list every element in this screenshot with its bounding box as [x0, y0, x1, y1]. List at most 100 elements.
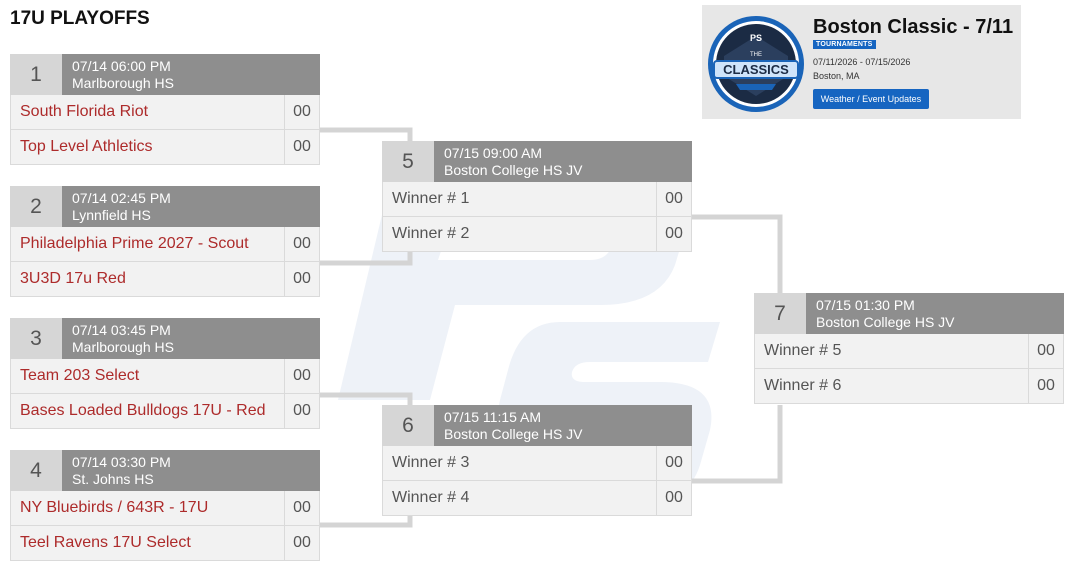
match-info: 07/14 03:30 PM St. Johns HS — [62, 450, 320, 491]
team-row: Philadelphia Prime 2027 - Scout 00 — [10, 227, 320, 262]
connector-line — [320, 252, 413, 266]
weather-updates-button[interactable]: Weather / Event Updates — [813, 89, 929, 109]
team-row: Winner # 3 00 — [382, 446, 692, 481]
match-datetime: 07/14 03:45 PM — [72, 322, 171, 338]
team-score: 00 — [1037, 377, 1055, 394]
logo-main-text: CLASSICS — [723, 62, 789, 77]
match-venue: Lynnfield HS — [72, 207, 151, 223]
match-venue: St. Johns HS — [72, 471, 154, 487]
team-score: 00 — [665, 190, 683, 207]
match-info: 07/15 09:00 AM Boston College HS JV — [434, 141, 692, 182]
team-score: 00 — [293, 402, 311, 419]
team-score: 00 — [293, 138, 311, 155]
connector-line — [692, 214, 783, 296]
match-number: 1 — [10, 54, 62, 95]
team-score: 00 — [293, 270, 311, 287]
match-header: 2 07/14 02:45 PM Lynnfield HS — [10, 186, 320, 227]
team-link[interactable]: Team 203 Select — [11, 359, 285, 393]
team-score: 00 — [665, 225, 683, 242]
team-placeholder: Winner # 5 — [755, 334, 1029, 368]
match-card-6: 6 07/15 11:15 AM Boston College HS JV Wi… — [382, 405, 692, 516]
team-score: 00 — [665, 454, 683, 471]
team-row: Winner # 1 00 — [382, 182, 692, 217]
match-datetime: 07/14 03:30 PM — [72, 454, 171, 470]
logo-top-text: PS — [750, 33, 762, 43]
connector-line — [320, 127, 413, 143]
match-card-2: 2 07/14 02:45 PM Lynnfield HS Philadelph… — [10, 186, 320, 297]
event-card: PS THE CLASSICS Boston Classic - 7/11 TO… — [702, 5, 1021, 119]
connector-line — [320, 515, 413, 528]
page-title: 17U PLAYOFFS — [10, 8, 150, 29]
team-score: 00 — [293, 499, 311, 516]
team-score: 00 — [1037, 342, 1055, 359]
team-row: Winner # 5 00 — [754, 334, 1064, 369]
match-number: 2 — [10, 186, 62, 227]
team-link[interactable]: Philadelphia Prime 2027 - Scout — [11, 227, 285, 261]
match-venue: Marlborough HS — [72, 75, 174, 91]
team-link[interactable]: NY Bluebirds / 643R - 17U — [11, 491, 285, 525]
team-link[interactable]: Top Level Athletics — [11, 130, 285, 164]
connector-line — [692, 405, 783, 484]
match-card-3: 3 07/14 03:45 PM Marlborough HS Team 203… — [10, 318, 320, 429]
event-dates: 07/11/2026 - 07/15/2026 — [813, 57, 911, 67]
match-number: 6 — [382, 405, 434, 446]
match-info: 07/14 03:45 PM Marlborough HS — [62, 318, 320, 359]
match-number: 5 — [382, 141, 434, 182]
team-row: Winner # 2 00 — [382, 217, 692, 252]
match-header: 1 07/14 06:00 PM Marlborough HS — [10, 54, 320, 95]
event-title: Boston Classic - 7/11 — [813, 16, 1014, 38]
match-datetime: 07/15 09:00 AM — [444, 145, 543, 161]
team-row: Top Level Athletics 00 — [10, 130, 320, 165]
team-row: Winner # 6 00 — [754, 369, 1064, 404]
team-placeholder: Winner # 1 — [383, 182, 657, 216]
event-category-badge: TOURNAMENTS — [813, 40, 876, 49]
match-header: 4 07/14 03:30 PM St. Johns HS — [10, 450, 320, 491]
event-location: Boston, MA — [813, 71, 860, 81]
match-header: 7 07/15 01:30 PM Boston College HS JV — [754, 293, 1064, 334]
match-venue: Boston College HS JV — [444, 162, 583, 178]
team-row: Bases Loaded Bulldogs 17U - Red 00 — [10, 394, 320, 429]
team-placeholder: Winner # 3 — [383, 446, 657, 480]
team-placeholder: Winner # 6 — [755, 369, 1029, 403]
team-row: NY Bluebirds / 643R - 17U 00 — [10, 491, 320, 526]
team-row: Winner # 4 00 — [382, 481, 692, 516]
match-header: 3 07/14 03:45 PM Marlborough HS — [10, 318, 320, 359]
match-card-7: 7 07/15 01:30 PM Boston College HS JV Wi… — [754, 293, 1064, 404]
match-card-1: 1 07/14 06:00 PM Marlborough HS South Fl… — [10, 54, 320, 165]
match-venue: Boston College HS JV — [444, 426, 583, 442]
match-venue: Marlborough HS — [72, 339, 174, 355]
match-info: 07/15 01:30 PM Boston College HS JV — [806, 293, 1064, 334]
match-card-5: 5 07/15 09:00 AM Boston College HS JV Wi… — [382, 141, 692, 252]
team-row: 3U3D 17u Red 00 — [10, 262, 320, 297]
match-number: 4 — [10, 450, 62, 491]
match-number: 3 — [10, 318, 62, 359]
team-link[interactable]: Teel Ravens 17U Select — [11, 526, 285, 560]
team-link[interactable]: 3U3D 17u Red — [11, 262, 285, 296]
match-info: 07/14 02:45 PM Lynnfield HS — [62, 186, 320, 227]
match-datetime: 07/15 01:30 PM — [816, 297, 915, 313]
match-info: 07/14 06:00 PM Marlborough HS — [62, 54, 320, 95]
team-row: Team 203 Select 00 — [10, 359, 320, 394]
match-info: 07/15 11:15 AM Boston College HS JV — [434, 405, 692, 446]
team-score: 00 — [665, 489, 683, 506]
team-placeholder: Winner # 2 — [383, 217, 657, 251]
match-datetime: 07/14 06:00 PM — [72, 58, 171, 74]
team-score: 00 — [293, 103, 311, 120]
team-score: 00 — [293, 367, 311, 384]
match-number: 7 — [754, 293, 806, 334]
match-card-4: 4 07/14 03:30 PM St. Johns HS NY Bluebir… — [10, 450, 320, 561]
event-logo-icon: PS THE CLASSICS — [708, 16, 804, 112]
match-datetime: 07/14 02:45 PM — [72, 190, 171, 206]
connector-line — [320, 392, 413, 407]
team-row: Teel Ravens 17U Select 00 — [10, 526, 320, 561]
logo-small-text: THE — [750, 52, 762, 58]
team-link[interactable]: Bases Loaded Bulldogs 17U - Red — [11, 394, 285, 428]
team-score: 00 — [293, 235, 311, 252]
team-row: South Florida Riot 00 — [10, 95, 320, 130]
match-venue: Boston College HS JV — [816, 314, 955, 330]
team-link[interactable]: South Florida Riot — [11, 95, 285, 129]
match-datetime: 07/15 11:15 AM — [444, 409, 542, 425]
match-header: 6 07/15 11:15 AM Boston College HS JV — [382, 405, 692, 446]
team-placeholder: Winner # 4 — [383, 481, 657, 515]
